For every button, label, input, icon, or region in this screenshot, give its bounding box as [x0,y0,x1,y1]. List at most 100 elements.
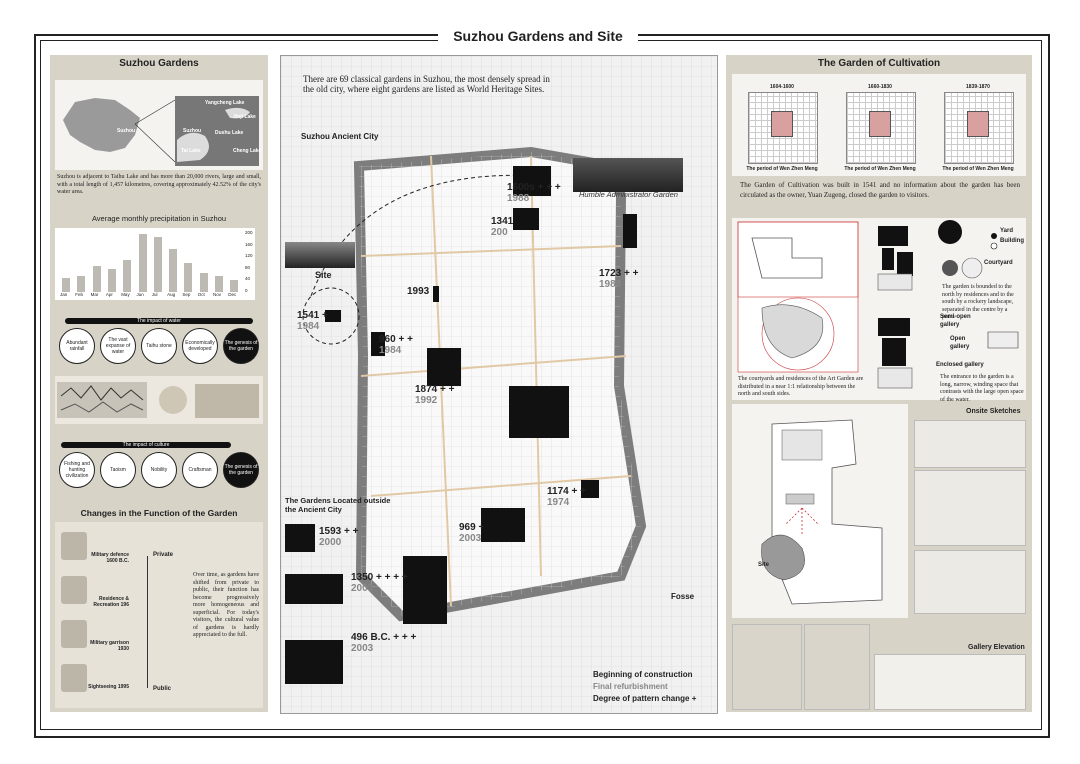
period-plan-highlight [771,111,793,137]
period-range: 1604-1600 [770,84,794,90]
garden-final-year: 2003 [351,643,374,654]
garden-block [285,524,315,552]
precip-bar [123,260,132,292]
precip-bar [62,277,70,292]
garden-block [513,166,551,196]
tick-label: 0 [245,287,248,293]
precip-bar [138,234,147,292]
legend-degree: Degree of pattern change + [593,694,697,703]
period-plan-highlight [869,111,891,137]
month-label: Apr [105,292,113,297]
open-gallery: Open gallery [950,336,970,350]
sketch-2 [914,470,1026,546]
function-item-label: Residence & Recreation 196 [93,596,129,608]
elevation-sketch-1 [732,624,802,710]
impact-circle: Fishing and hunting civilization [59,452,95,488]
private-label: Private [153,552,174,558]
tick-label: 80 [245,264,251,270]
humble-label: Humble Administrator Garden [579,190,678,199]
label-suzhou-detail: Suzhou [183,128,202,134]
elevation-drawing [874,654,1026,710]
humble-photo [573,158,683,192]
month-label: Jul [151,292,158,297]
plan-analysis-panel: Yard Building Courtyard The garden is bo… [732,218,1026,403]
garden-start-year: 969 + [459,522,485,533]
precip-bar [199,273,208,292]
precip-bar [184,263,193,292]
plan-site-label: Site [758,562,770,568]
garden-block [433,286,439,302]
figure-icon [61,532,87,560]
ancient-city-label: Suzhou Ancient City [301,132,379,141]
china-map-icon [63,96,259,166]
location-maps: Suzhou Yangcheng Lake Jinji Lake Suzhou … [55,80,263,170]
tick-label: 200 [245,230,253,235]
period-range: 1660-1830 [868,84,892,90]
precip-bar [77,276,86,292]
garden-start-year: 496 B.C. + + + [351,632,417,643]
elevation-sketch-2 [804,624,870,710]
impact-circle: Taoism [100,452,136,488]
month-label: Jan [60,292,68,297]
garden-final-year: 1988 [507,193,530,204]
water-impact-title: The impact of water [65,318,253,324]
site-label: Site [315,270,332,280]
month-label: Dec [228,292,237,297]
cultivation-title: The Garden of Cultivation [817,58,941,69]
tick-label: 120 [245,253,253,258]
period-plan [944,92,1014,164]
ancient-city-map: There are 69 classical gardens in Suzhou… [280,55,718,714]
impact-circle: Economically developed [182,328,218,364]
garden-start-year: 1600s + + + [507,182,561,193]
tick-label: 40 [245,276,251,281]
period-plan [846,92,916,164]
garden-final-year: 2000 [319,537,342,548]
label-jinji: Jinji Lake [233,114,256,120]
period-caption: The period of Wen Zhen Meng [942,166,1014,172]
precip-bar [153,236,162,292]
garden-block [403,556,447,624]
precip-title: Average monthly precipitation in Suzhou [91,214,227,223]
function-text: Over time, as gardens have shifted from … [193,572,259,638]
enclosed-gallery: Enclosed gallery [936,362,984,368]
month-label: Nov [213,292,222,297]
month-label: Sep [182,292,191,297]
garden-block [427,348,461,386]
garden-final-year: 1992 [415,395,438,406]
month-label: Oct [197,292,205,297]
figure-icon [61,576,87,604]
label-yangcheng: Yangcheng Lake [205,100,245,106]
garden-block [481,508,525,542]
gardens-title: Suzhou Gardens [119,58,199,69]
precip-bar [92,266,101,292]
garden-block [325,310,341,322]
site-photo [285,242,355,268]
function-item-label: Military garrison 1930 [90,640,129,652]
public-label: Public [153,686,172,692]
garden-start-year: 960 + + [379,334,413,345]
culture-illustration [55,376,263,424]
garden-block [371,332,385,356]
period-caption: The period of Wen Zhen Meng [746,166,818,172]
garden-final-year: 200 [491,227,508,238]
function-item-label: Military defence 1600 B.C. [91,552,129,564]
site-plan: Site [732,404,908,618]
text-c: The entrance to the garden is a long, na… [940,374,1024,403]
label-suzhou-china: Suzhou [117,128,136,134]
fosse-label: Fosse [671,592,695,601]
figure-icon [61,620,87,648]
garden-start-year: 1593 + + [319,526,359,537]
period-range: 1839-1870 [966,84,990,90]
onsite-title: Onsite Sketches [966,408,1021,415]
precip-bar [169,248,178,292]
gallery-elevation-title: Gallery Elevation [968,644,1025,651]
legend-yard: Yard [1000,228,1014,234]
map-intro: There are 69 classical gardens in Suzhou… [303,74,550,94]
intro-text: Suzhou is adjacent to Taihu Lake and has… [57,174,261,195]
text-b: The courtyards and residences of the Art… [738,376,864,397]
label-tai: Tai Lake [181,148,201,154]
garden-block [285,574,343,604]
